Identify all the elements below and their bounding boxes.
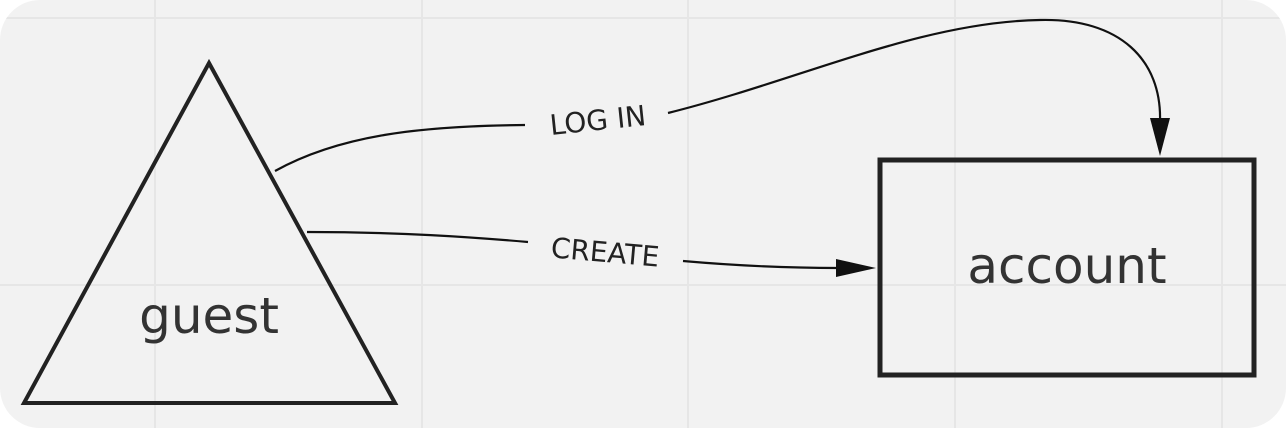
edge-log-in-label: LOG IN bbox=[548, 99, 647, 142]
arrowhead-icon bbox=[1150, 118, 1170, 156]
edge-log-in[interactable]: LOG IN bbox=[274, 18, 1170, 172]
arrowhead-icon bbox=[836, 259, 876, 277]
edge-create[interactable]: CREATE bbox=[306, 230, 876, 277]
node-guest-label: guest bbox=[139, 287, 279, 345]
node-guest[interactable]: guest bbox=[20, 58, 399, 405]
edge-create-label: CREATE bbox=[550, 231, 661, 273]
node-account-label: account bbox=[967, 237, 1166, 295]
node-account[interactable]: account bbox=[877, 157, 1257, 378]
